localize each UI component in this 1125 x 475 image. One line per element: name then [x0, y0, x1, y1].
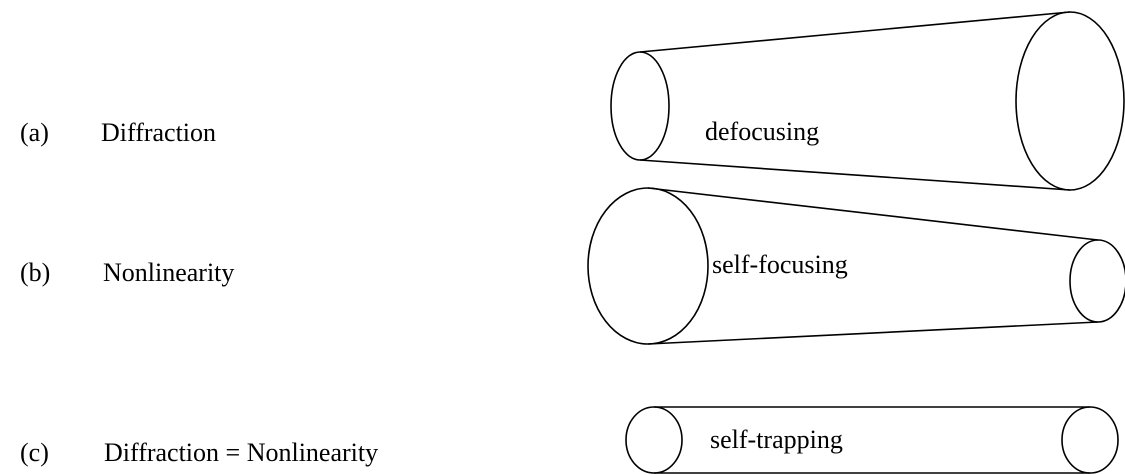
- row-b-label: (b) Nonlinearity: [20, 258, 234, 287]
- self-focusing-top-edge: [647, 187, 1099, 241]
- self-trapping-label: self-trapping: [710, 425, 843, 454]
- row-a-letter: (a): [20, 118, 49, 147]
- row-b-name: Nonlinearity: [103, 258, 235, 287]
- defocusing-input-circle: [610, 51, 670, 161]
- defocusing-label: defocusing: [705, 117, 819, 146]
- self-focusing-bottom-edge: [647, 321, 1099, 345]
- defocusing-bottom-edge: [639, 159, 1071, 191]
- row-c-label: (c) Diffraction = Nonlinearity: [20, 438, 378, 467]
- self-trapping-output-circle: [1061, 406, 1119, 474]
- row-c-letter: (c): [20, 438, 49, 467]
- defocusing-top-edge: [639, 11, 1071, 53]
- self-focusing-beam: self-focusing: [587, 187, 1125, 345]
- self-focusing-input-circle: [587, 187, 709, 345]
- self-focusing-output-circle: [1069, 239, 1125, 323]
- self-trapping-input-circle: [625, 406, 683, 474]
- row-c-name: Diffraction = Nonlinearity: [104, 438, 379, 467]
- row-b-letter: (b): [20, 258, 51, 287]
- row-a-label: (a) Diffraction: [20, 118, 216, 147]
- defocusing-output-circle: [1015, 11, 1125, 191]
- self-focusing-label: self-focusing: [712, 250, 848, 279]
- defocusing-beam: defocusing: [610, 11, 1125, 191]
- row-a-name: Diffraction: [101, 118, 217, 147]
- self-trapping-beam: self-trapping: [625, 406, 1119, 474]
